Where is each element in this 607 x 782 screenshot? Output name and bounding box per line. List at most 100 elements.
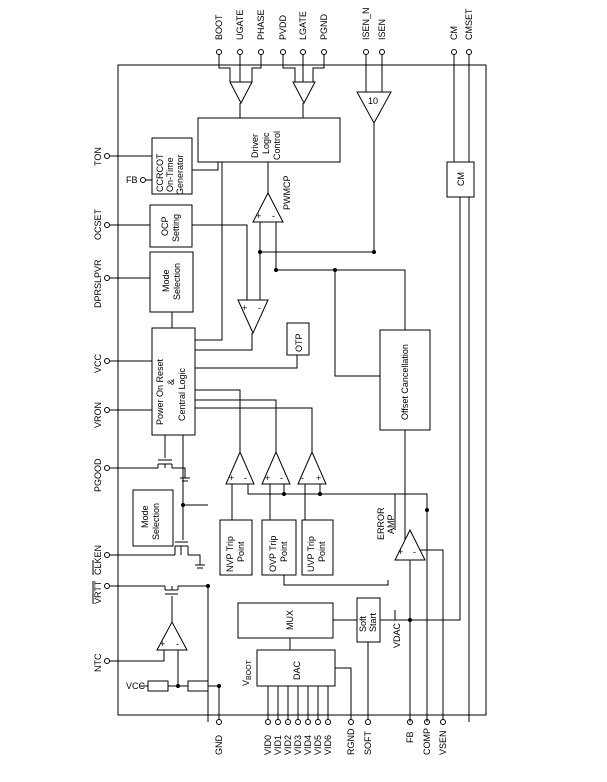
- ccrcot-l1: CCRCOT: [155, 153, 165, 192]
- pwmcp-plus: +: [256, 211, 261, 221]
- pin-vcc-bottom: VCC: [126, 681, 146, 691]
- soft-l1: Soft: [358, 615, 368, 632]
- pin-vid2: VID2: [283, 735, 293, 755]
- nvp-l2: Point: [236, 541, 246, 562]
- pin-isen: ISEN: [377, 19, 387, 40]
- uvp-comparator: - +: [297, 450, 327, 485]
- power-on-reset: Power On Reset & Central Logic: [151, 327, 196, 436]
- pin-vid0: VID0: [263, 735, 273, 755]
- offset-cancellation: Offset Cancellation: [379, 329, 431, 431]
- uvp-trip-point: UVP Trip Point: [301, 519, 334, 576]
- pin-clken: CLKEN: [93, 545, 103, 575]
- otp-label: OTP: [294, 333, 304, 352]
- mode2-l2: Selection: [151, 503, 161, 540]
- pin-vid3: VID3: [293, 735, 303, 755]
- driver-logic-control: Driver Logic Control: [197, 117, 341, 163]
- ntc-minus: -: [176, 639, 179, 649]
- pwmcp-label: PWMCP: [282, 176, 292, 211]
- pwmcp-minus: -: [272, 211, 275, 221]
- pin-vid1: VID1: [273, 735, 283, 755]
- ntc-opamp: + -: [156, 620, 188, 651]
- pin-ocset: OCSET: [93, 208, 103, 240]
- ocpc-minus: -: [258, 303, 261, 313]
- ovp-plus: +: [265, 473, 270, 483]
- ea-l1: ERROR: [376, 507, 386, 540]
- pin-vcc: VCC: [93, 353, 103, 373]
- pin-fb: FB: [405, 731, 415, 743]
- ocp-setting: OCP Setting: [149, 204, 193, 248]
- bottom-pins: GND VID0 VID1 VID2 VID3 VID4 VID5 VID6 R…: [214, 719, 448, 756]
- pin-soft: SOFT: [363, 730, 373, 755]
- pin-comp: COMP: [422, 728, 432, 755]
- gain-label: 10: [368, 96, 378, 106]
- top-pins: BOOT UGATE PHASE PVDD LGATE PGND ISEN_N …: [214, 7, 474, 55]
- ntc-plus: +: [160, 639, 165, 649]
- pin-ugate: UGATE: [235, 10, 245, 40]
- pin-fb-left: FB: [126, 175, 138, 185]
- pin-phase: PHASE: [256, 9, 266, 40]
- driver-label-1: Driver: [250, 134, 260, 158]
- dac-block: DAC: [256, 649, 336, 687]
- otp-block: OTP: [286, 322, 310, 356]
- ccrcot-generator: CCRCOT On-Time Generator: [151, 137, 193, 195]
- mode2-l1: Mode: [140, 505, 150, 528]
- ea-l2: AMP: [386, 514, 396, 534]
- pin-boot: BOOT: [214, 14, 224, 40]
- driver-label-2: Logic: [261, 132, 271, 154]
- pin-vsen: VSEN: [438, 730, 448, 755]
- pin-rgnd: RGND: [346, 728, 356, 755]
- ovp-comparator: + -: [261, 450, 291, 485]
- low-side-buffer: [292, 81, 316, 105]
- junctions: [176, 250, 429, 688]
- soft-start: Soft Start: [356, 597, 381, 643]
- ovp-minus: -: [280, 473, 283, 483]
- clken-fet: [174, 541, 205, 569]
- vrtt-fet: [164, 586, 179, 595]
- mux-block: MUX: [237, 602, 334, 639]
- pin-pvdd: PVDD: [278, 14, 288, 40]
- mode1-l2: Selection: [172, 263, 182, 300]
- isen-gain-amp: 10: [356, 91, 392, 125]
- ocp-comparator: + -: [237, 299, 269, 335]
- uvp-l2: Point: [317, 541, 327, 562]
- pin-isen-n: ISEN_N: [361, 7, 371, 40]
- nvp-minus: -: [244, 473, 247, 483]
- ocp-l1: OCP: [160, 216, 170, 236]
- pin-cm: CM: [449, 26, 459, 40]
- dac-label: DAC: [292, 660, 302, 680]
- ea-minus: -: [413, 547, 416, 557]
- high-side-buffer: [229, 81, 253, 105]
- resistor-2: [187, 680, 209, 692]
- nvp-trip-point: NVP Trip Point: [219, 519, 253, 576]
- uvp-plus: +: [316, 473, 321, 483]
- ovp-trip-point: OVP Trip Point: [261, 519, 297, 576]
- ocpc-plus: +: [242, 303, 247, 313]
- cm-block-label: CM: [456, 172, 466, 186]
- soft-l2: Start: [368, 612, 378, 632]
- pin-ntc: NTC: [93, 653, 103, 672]
- ccrcot-l3: Generator: [175, 154, 185, 195]
- ovp-l2: Point: [279, 541, 289, 562]
- mode-selection-1: Mode Selection: [149, 251, 194, 313]
- pin-gnd: GND: [214, 735, 224, 756]
- mux-label: MUX: [285, 610, 295, 630]
- nvp-l1: NVP Trip: [225, 536, 235, 572]
- pin-vid4: VID4: [303, 735, 313, 755]
- cm-block: CM: [446, 161, 475, 198]
- error-amp: + - ERROR AMP: [376, 507, 426, 561]
- pwmcp-comparator: + - PWMCP: [252, 176, 292, 223]
- pin-ton: TON: [93, 147, 103, 166]
- uvp-l1: UVP Trip: [306, 536, 316, 572]
- pin-vid5: VID5: [313, 735, 323, 755]
- pin-vron: VRON: [93, 402, 103, 428]
- resistor-1: [147, 680, 169, 692]
- driver-label-3: Control: [272, 131, 282, 160]
- ea-plus: +: [398, 547, 403, 557]
- pin-cmset: CMSET: [464, 8, 474, 40]
- pin-dprslpvr: DPRSLPVR: [93, 259, 103, 308]
- por-l3: Central Logic: [177, 367, 187, 421]
- vdac-label: VDAC: [392, 622, 402, 648]
- pin-vrtt: VRTT: [93, 580, 103, 604]
- pin-pgnd: PGND: [319, 13, 329, 40]
